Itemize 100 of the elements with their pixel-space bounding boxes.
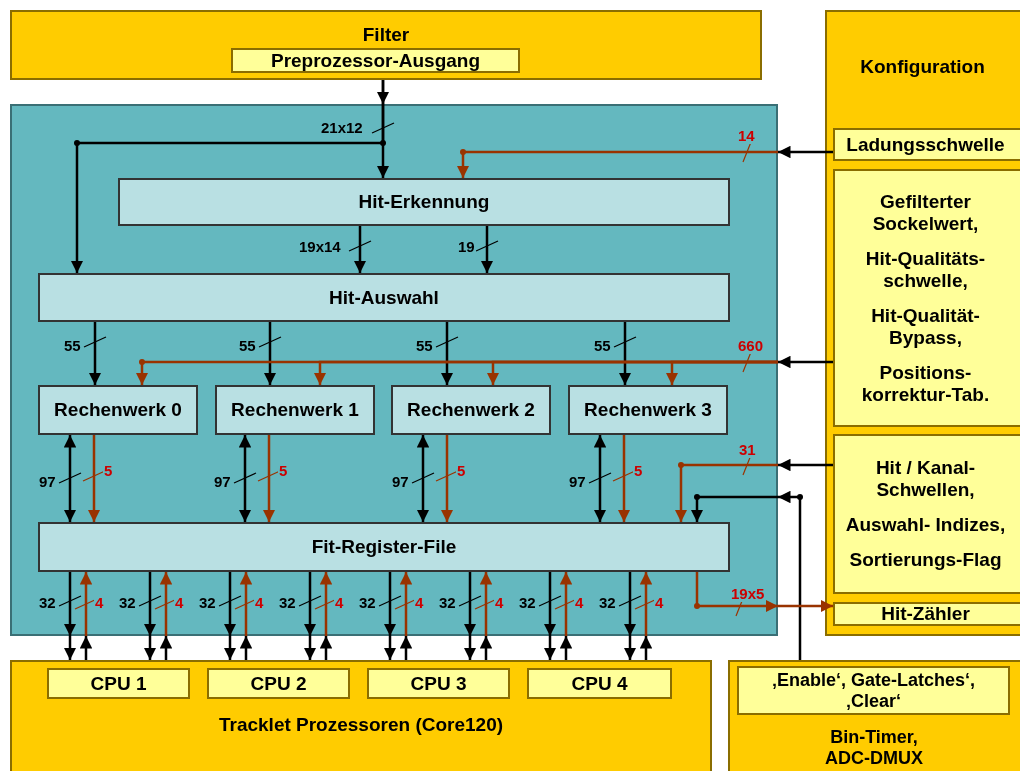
arrow — [538, 572, 562, 660]
arrow — [257, 435, 281, 522]
bus-width-label: 55 — [593, 338, 612, 354]
bus-width-label: 4 — [414, 595, 425, 611]
bus-width-label: 19 — [457, 239, 476, 255]
bus-width-label: 4 — [334, 595, 345, 611]
register-box — [833, 602, 1020, 626]
block-label: Sortierungs-Flag — [848, 549, 1003, 571]
bus-width-label: 55 — [63, 338, 82, 354]
process-box — [391, 385, 551, 435]
arrow — [778, 490, 803, 660]
bus-width-label: 21x12 — [320, 120, 364, 136]
processing-area — [10, 104, 778, 636]
block-label: Gefilterter Sockelwert, — [871, 190, 980, 235]
arrow — [58, 572, 82, 660]
arrow — [319, 636, 333, 660]
process-box — [568, 385, 728, 435]
arrow — [612, 435, 636, 522]
block-label: Positions- korrektur-Tab. — [860, 361, 991, 406]
arrow — [435, 435, 459, 522]
block-label: Hit-Qualitäts- schwelle, — [864, 247, 987, 292]
block-label: Rechenwerk 1 — [231, 399, 359, 421]
module-block — [10, 660, 712, 771]
arrow — [399, 636, 413, 660]
bus-width-label: 32 — [358, 595, 377, 611]
bus-width-label: 5 — [633, 463, 644, 479]
bus-width-label: 5 — [456, 463, 467, 479]
bus-width-label: 32 — [598, 595, 617, 611]
bus-width-label: 32 — [518, 595, 537, 611]
bus-width-label: 4 — [574, 595, 585, 611]
arrow — [239, 636, 253, 660]
block-label: Preprozessor-Ausgang — [270, 49, 480, 72]
block-label: Rechenwerk 0 — [54, 399, 182, 421]
arrow — [83, 322, 107, 385]
block-label: CPU 3 — [410, 672, 467, 695]
arrow — [58, 435, 82, 522]
arrow — [298, 572, 322, 660]
arrow — [475, 226, 499, 273]
arrow — [613, 322, 637, 385]
arrow — [778, 458, 833, 472]
module-block — [10, 10, 762, 80]
block-label: Hit-Qualität- Bypass, — [870, 304, 981, 349]
arrow — [559, 636, 573, 660]
block-label: Bin-Timer, ADC-DMUX — [824, 727, 924, 769]
arrow — [348, 226, 372, 273]
bus-width-label: 97 — [38, 474, 57, 490]
process-box — [215, 385, 375, 435]
arrow — [694, 572, 833, 617]
block-label: Hit-Zähler — [881, 603, 970, 625]
process-box — [38, 522, 730, 572]
signal-box — [737, 666, 1010, 715]
arrow — [690, 494, 778, 522]
register-box — [833, 128, 1020, 161]
arrow — [458, 572, 482, 660]
cpu-box — [527, 668, 672, 699]
block-label: ‚Enable‘, Gate-Latches‘, ‚Clear‘ — [770, 669, 977, 712]
bus-width-label: 4 — [174, 595, 185, 611]
bus-width-label: 660 — [737, 338, 765, 354]
block-label: Konfiguration — [860, 56, 985, 78]
arrow — [159, 636, 173, 660]
bus-width-label: 55 — [238, 338, 257, 354]
block-label: Filter — [362, 24, 410, 46]
cpu-box — [207, 668, 350, 699]
bus-width-label: 97 — [568, 474, 587, 490]
arrow — [778, 145, 833, 159]
port-box — [231, 48, 520, 73]
process-box — [38, 385, 198, 435]
bus-width-label: 4 — [654, 595, 665, 611]
arrow — [233, 435, 257, 522]
bus-width-label: 4 — [254, 595, 265, 611]
bus-width-label: 55 — [415, 338, 434, 354]
block-label: Hit / Kanal- Schwellen, — [874, 457, 977, 501]
arrow — [258, 322, 282, 385]
bus-width-label: 19x5 — [730, 586, 766, 602]
arrow — [456, 141, 778, 178]
block-label: Ladungsschwelle — [846, 133, 1005, 156]
register-box — [833, 434, 1020, 594]
process-box — [118, 178, 730, 226]
arrow — [435, 322, 459, 385]
bus-width-label: 5 — [103, 463, 114, 479]
module-block — [825, 10, 1020, 636]
bus-width-label: 32 — [38, 595, 57, 611]
block-label: Hit-Erkennung — [358, 191, 490, 213]
arrow — [618, 572, 642, 660]
bus-width-label: 14 — [737, 128, 756, 144]
arrow — [411, 435, 435, 522]
bus-width-label: 32 — [438, 595, 457, 611]
cpu-box — [47, 668, 190, 699]
block-label: CPU 2 — [250, 672, 307, 695]
process-box — [38, 273, 730, 322]
block-label: Rechenwerk 3 — [584, 399, 712, 421]
block-label: CPU 1 — [90, 672, 147, 695]
arrow — [138, 572, 162, 660]
arrow — [479, 636, 493, 660]
bus-width-label: 4 — [494, 595, 505, 611]
arrow — [79, 636, 93, 660]
bus-width-label: 32 — [198, 595, 217, 611]
bus-width-label: 4 — [94, 595, 105, 611]
block-label: Hit-Auswahl — [329, 286, 439, 309]
arrow — [218, 572, 242, 660]
